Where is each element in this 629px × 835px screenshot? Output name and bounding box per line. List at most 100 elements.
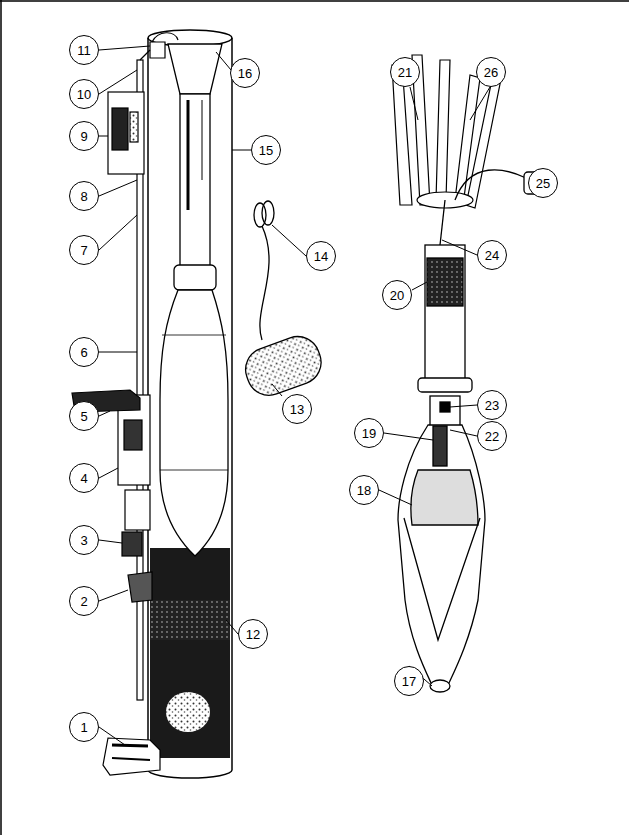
grenade-cord <box>440 170 540 245</box>
frame-line <box>0 0 629 2</box>
rear-sight <box>112 758 150 760</box>
callout-number: 5 <box>80 410 87 423</box>
callout-number: 21 <box>398 66 412 79</box>
front-sight <box>130 112 138 142</box>
firing-mechanism <box>122 532 142 556</box>
grenade-body <box>404 518 480 640</box>
callout-number: 7 <box>80 244 87 257</box>
launcher-tube <box>148 770 232 778</box>
callout-number: 2 <box>80 595 87 608</box>
end-cover <box>239 201 327 401</box>
firing-mechanism <box>128 572 152 602</box>
callout-circle: 9 <box>69 121 99 151</box>
grenade-body <box>398 245 485 692</box>
callout-number: 15 <box>259 144 273 157</box>
grenade-in-tube <box>162 335 226 336</box>
callout-circle: 12 <box>238 619 268 649</box>
callout-number: 24 <box>485 249 499 262</box>
motor-charge <box>150 548 230 758</box>
leader-line <box>99 70 137 94</box>
callout-circle: 8 <box>69 181 99 211</box>
grenade-in-tube <box>168 44 222 94</box>
callout-circle: 4 <box>69 463 99 493</box>
callout-number: 16 <box>238 67 252 80</box>
leader-line <box>272 225 306 256</box>
grenade-cord <box>440 200 445 245</box>
grenade-body <box>418 378 472 392</box>
callout-circle: 6 <box>69 337 99 367</box>
callout-number: 23 <box>485 399 499 412</box>
callout-number: 3 <box>80 534 87 547</box>
rear-sight <box>103 738 160 775</box>
motor-charge <box>166 692 210 732</box>
grenade-body <box>430 396 460 426</box>
grenade-in-tube <box>160 470 228 471</box>
callout-circle: 5 <box>69 401 99 431</box>
callout-circle: 7 <box>69 235 99 265</box>
leader-line <box>99 540 122 543</box>
leader-line <box>442 240 477 255</box>
callout-number: 14 <box>314 250 328 263</box>
callout-number: 13 <box>290 403 304 416</box>
leader-line <box>410 87 418 120</box>
leader-line <box>99 727 125 745</box>
frame-line <box>0 0 2 835</box>
callout-circle: 2 <box>69 586 99 616</box>
leader-line <box>384 433 433 440</box>
end-cover <box>239 330 327 401</box>
callout-circle: 14 <box>306 241 336 271</box>
front-sight <box>108 92 144 174</box>
leader-line <box>99 352 137 353</box>
callout-circle: 21 <box>390 57 420 87</box>
end-cover <box>260 226 269 340</box>
leader-line <box>232 150 251 151</box>
callout-number: 1 <box>80 721 87 734</box>
callout-number: 10 <box>77 88 91 101</box>
grenade-in-tube <box>160 290 228 556</box>
grenade-body <box>398 425 485 685</box>
callout-number: 17 <box>402 675 416 688</box>
callout-circle: 11 <box>69 35 99 65</box>
callout-circle: 20 <box>382 280 412 310</box>
callout-number: 11 <box>77 44 91 57</box>
leader-line <box>226 620 238 634</box>
grenade-body <box>440 402 450 412</box>
guide-rod <box>152 33 178 42</box>
grenade-fins <box>436 60 450 200</box>
rear-sight <box>103 738 160 775</box>
callout-circle: 15 <box>251 135 281 165</box>
callout-number: 25 <box>536 177 550 190</box>
grenade-body <box>425 245 465 380</box>
callout-circle: 10 <box>69 79 99 109</box>
guide-rod <box>150 42 165 58</box>
motor-charge <box>150 548 230 758</box>
callout-circle: 19 <box>354 418 384 448</box>
leader-line <box>272 384 282 396</box>
grenade-fins <box>466 70 502 208</box>
front-sight <box>112 108 128 150</box>
callout-circle: 3 <box>69 525 99 555</box>
callout-circle: 24 <box>477 240 507 270</box>
leader-line <box>99 468 118 478</box>
callout-number: 20 <box>390 289 404 302</box>
front-sight <box>108 92 144 174</box>
motor-charge <box>150 600 230 640</box>
leader-line <box>99 180 137 196</box>
grenade-in-tube <box>174 265 216 290</box>
callout-number: 19 <box>362 427 376 440</box>
callout-circle: 23 <box>477 390 507 420</box>
leader-line <box>99 46 150 50</box>
callout-circle: 26 <box>476 57 506 87</box>
leader-line <box>379 490 412 505</box>
grenade-body <box>411 470 478 525</box>
leader-line <box>99 136 108 137</box>
callout-circle: 17 <box>394 666 424 696</box>
grenade-in-tube <box>202 100 203 180</box>
callout-number: 8 <box>80 190 87 203</box>
callout-circle: 25 <box>528 168 558 198</box>
callout-number: 4 <box>80 472 87 485</box>
grenade-in-tube <box>160 44 228 556</box>
grenade-fins <box>392 55 502 208</box>
firing-mechanism <box>124 420 142 450</box>
